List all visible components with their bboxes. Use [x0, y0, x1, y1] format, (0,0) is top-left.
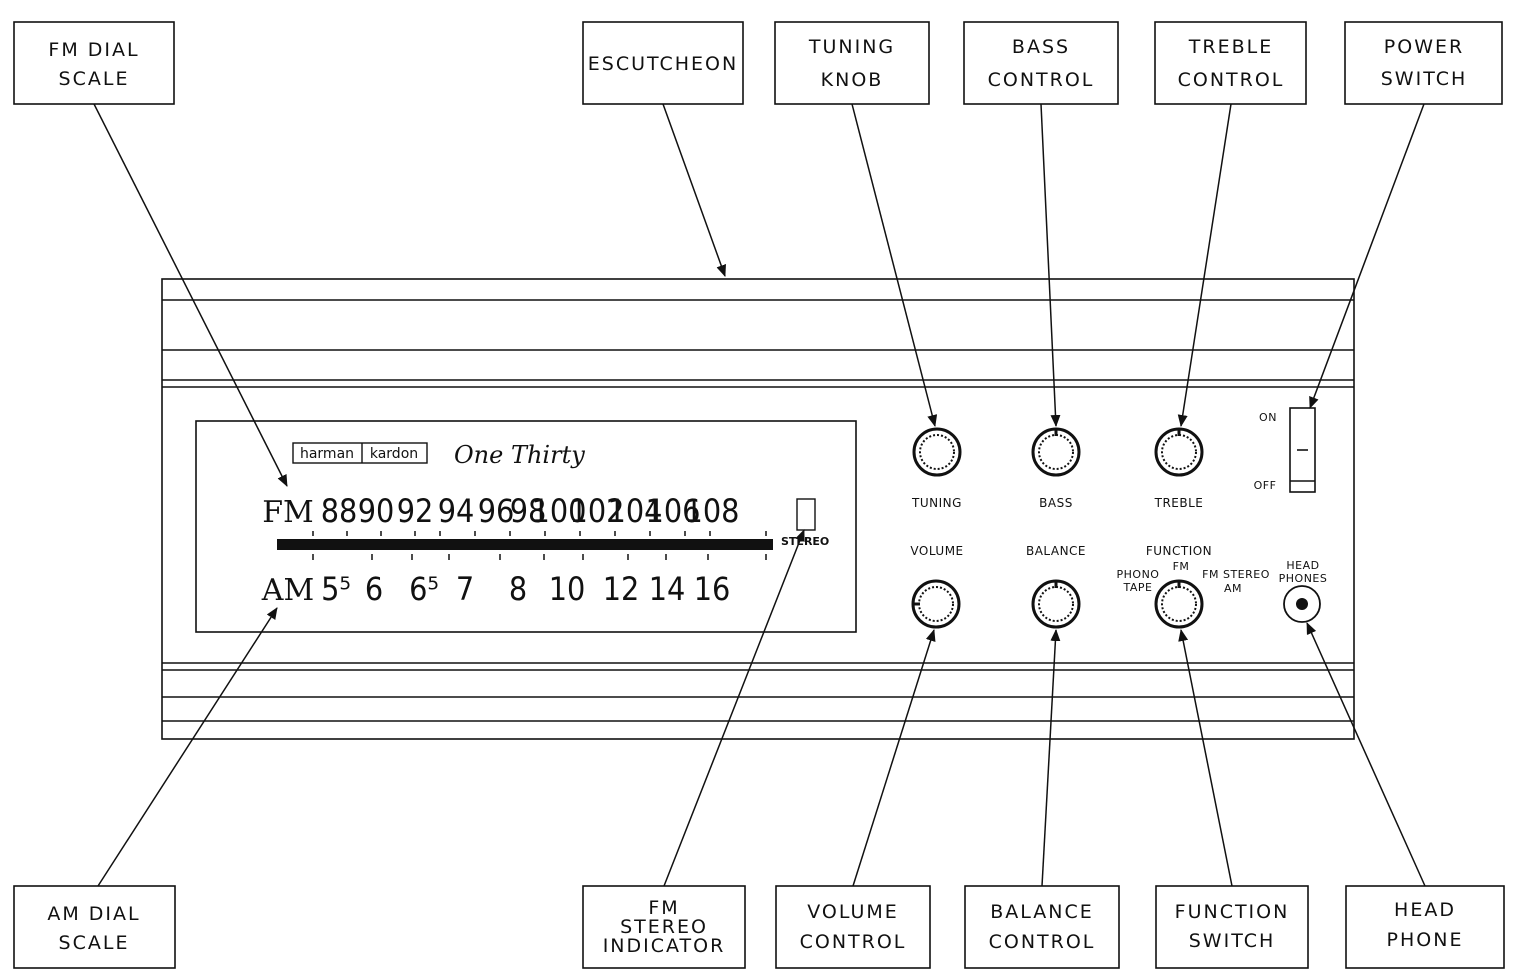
balance-knob[interactable]	[1031, 579, 1081, 629]
stereo-indicator-label: STEREO	[781, 535, 829, 548]
am-dial-number: 6⁵	[409, 570, 439, 608]
fm-band-label: FM	[262, 495, 314, 530]
function-option-am: AM	[1224, 582, 1242, 595]
am-dial-number: 12	[603, 570, 640, 608]
callout-am-dial-scale-line2: SCALE	[59, 932, 130, 954]
callout-function-switch-line1: FUNCTION	[1175, 901, 1290, 923]
balance-label: BALANCE	[1026, 544, 1086, 558]
fm-dial-number: 100	[532, 492, 587, 530]
fm-dial-number: 104	[608, 492, 663, 530]
function-label: FUNCTION	[1146, 544, 1212, 558]
stereo-indicator-lamp	[796, 498, 816, 531]
power-off-label: OFF	[1254, 479, 1277, 492]
treble-label: TREBLE	[1154, 496, 1204, 510]
callout-function-switch-line2: SWITCH	[1189, 930, 1276, 952]
dial-tick-marks	[312, 531, 767, 560]
callout-balance-control-line2: CONTROL	[989, 931, 1096, 953]
callout-tuning-knob-line1: TUNING	[808, 36, 895, 58]
fm-dial-number: 102	[570, 492, 625, 530]
function-knob[interactable]	[1154, 579, 1204, 629]
am-dial-number: 6	[365, 570, 383, 608]
callout-balance-control-line1: BALANCE	[990, 901, 1094, 923]
callout-fm-stereo-indicator-line2: STEREO	[620, 916, 708, 938]
am-dial-number: 14	[649, 570, 686, 608]
fm-dial-number: 90	[358, 492, 395, 530]
callout-tuning-knob-line2: KNOB	[821, 69, 884, 91]
fm-dial-number: 88	[321, 492, 358, 530]
brand-logo: harman kardon	[292, 442, 428, 464]
fm-dial-number: 106	[646, 492, 701, 530]
receiver-front-panel	[161, 278, 1355, 740]
fm-dial-number: 96	[478, 492, 515, 530]
callout-fm-dial-scale-line1: FM DIAL	[48, 39, 139, 61]
callout-power-switch-line1: POWER	[1384, 36, 1464, 58]
dial-pointer-track	[277, 539, 773, 550]
am-dial-number: 16	[694, 570, 731, 608]
callout-bass-control-line1: BASS	[1012, 36, 1070, 58]
bass-knob[interactable]	[1031, 427, 1081, 477]
callout-head-phone-line1: HEAD	[1394, 899, 1456, 921]
brand-left: harman	[300, 446, 354, 462]
dial-window: harman kardon One Thirty FM AM 88 90 92 …	[195, 420, 857, 633]
model-name: One Thirty	[454, 441, 585, 469]
callout-am-dial-scale-line1: AM DIAL	[47, 903, 140, 925]
power-on-label: ON	[1259, 411, 1277, 424]
leader-arrows	[93, 103, 1426, 887]
function-option-tape: TAPE	[1123, 581, 1153, 594]
callout-fm-stereo-indicator-line1: FM	[648, 897, 679, 919]
am-dial-scale: 5⁵ 6 6⁵ 7 8 10 12 14 16	[321, 570, 730, 608]
fm-dial-scale: 88 90 92 94 96 98 100 102 104 106 108	[321, 492, 740, 530]
callout-head-phone-line2: PHONE	[1387, 929, 1464, 951]
headphones-label-line1: HEAD	[1286, 559, 1319, 572]
am-dial-number: 8	[509, 570, 527, 608]
am-dial-number: 5⁵	[321, 570, 351, 608]
callout-fm-stereo-indicator-line3: INDICATOR	[603, 935, 726, 957]
headphone-jack[interactable]	[1283, 585, 1321, 623]
fm-dial-number: 98	[510, 492, 547, 530]
callout-bass-control-line2: CONTROL	[988, 69, 1095, 91]
fm-dial-number: 108	[685, 492, 740, 530]
fm-dial-number: 92	[397, 492, 434, 530]
fm-dial-number: 94	[438, 492, 475, 530]
callout-power-switch-line2: SWITCH	[1381, 68, 1468, 90]
am-dial-number: 10	[549, 570, 586, 608]
callout-volume-control-line1: VOLUME	[807, 901, 899, 923]
function-option-fm: FM	[1173, 560, 1190, 573]
tuning-knob[interactable]	[912, 427, 962, 477]
function-option-fm-stereo: FM STEREO	[1202, 568, 1270, 581]
callout-volume-control-line2: CONTROL	[800, 931, 907, 953]
am-band-label: AM	[261, 573, 314, 608]
function-option-phono: PHONO	[1117, 568, 1160, 581]
brand-right: kardon	[370, 446, 418, 462]
headphones-label-line2: PHONES	[1279, 572, 1328, 585]
callout-fm-dial-scale-line2: SCALE	[59, 68, 130, 90]
am-dial-number: 7	[456, 570, 474, 608]
callout-escutcheon: ESCUTCHEON	[588, 53, 738, 75]
callout-treble-control-line1: TREBLE	[1188, 36, 1273, 58]
tuning-label: TUNING	[911, 496, 962, 510]
treble-knob[interactable]	[1154, 427, 1204, 477]
callout-treble-control-line2: CONTROL	[1178, 69, 1285, 91]
volume-knob[interactable]	[911, 579, 961, 629]
callout-boxes	[13, 21, 1505, 969]
volume-label: VOLUME	[910, 544, 963, 558]
bass-label: BASS	[1039, 496, 1073, 510]
power-switch[interactable]	[1289, 407, 1316, 493]
